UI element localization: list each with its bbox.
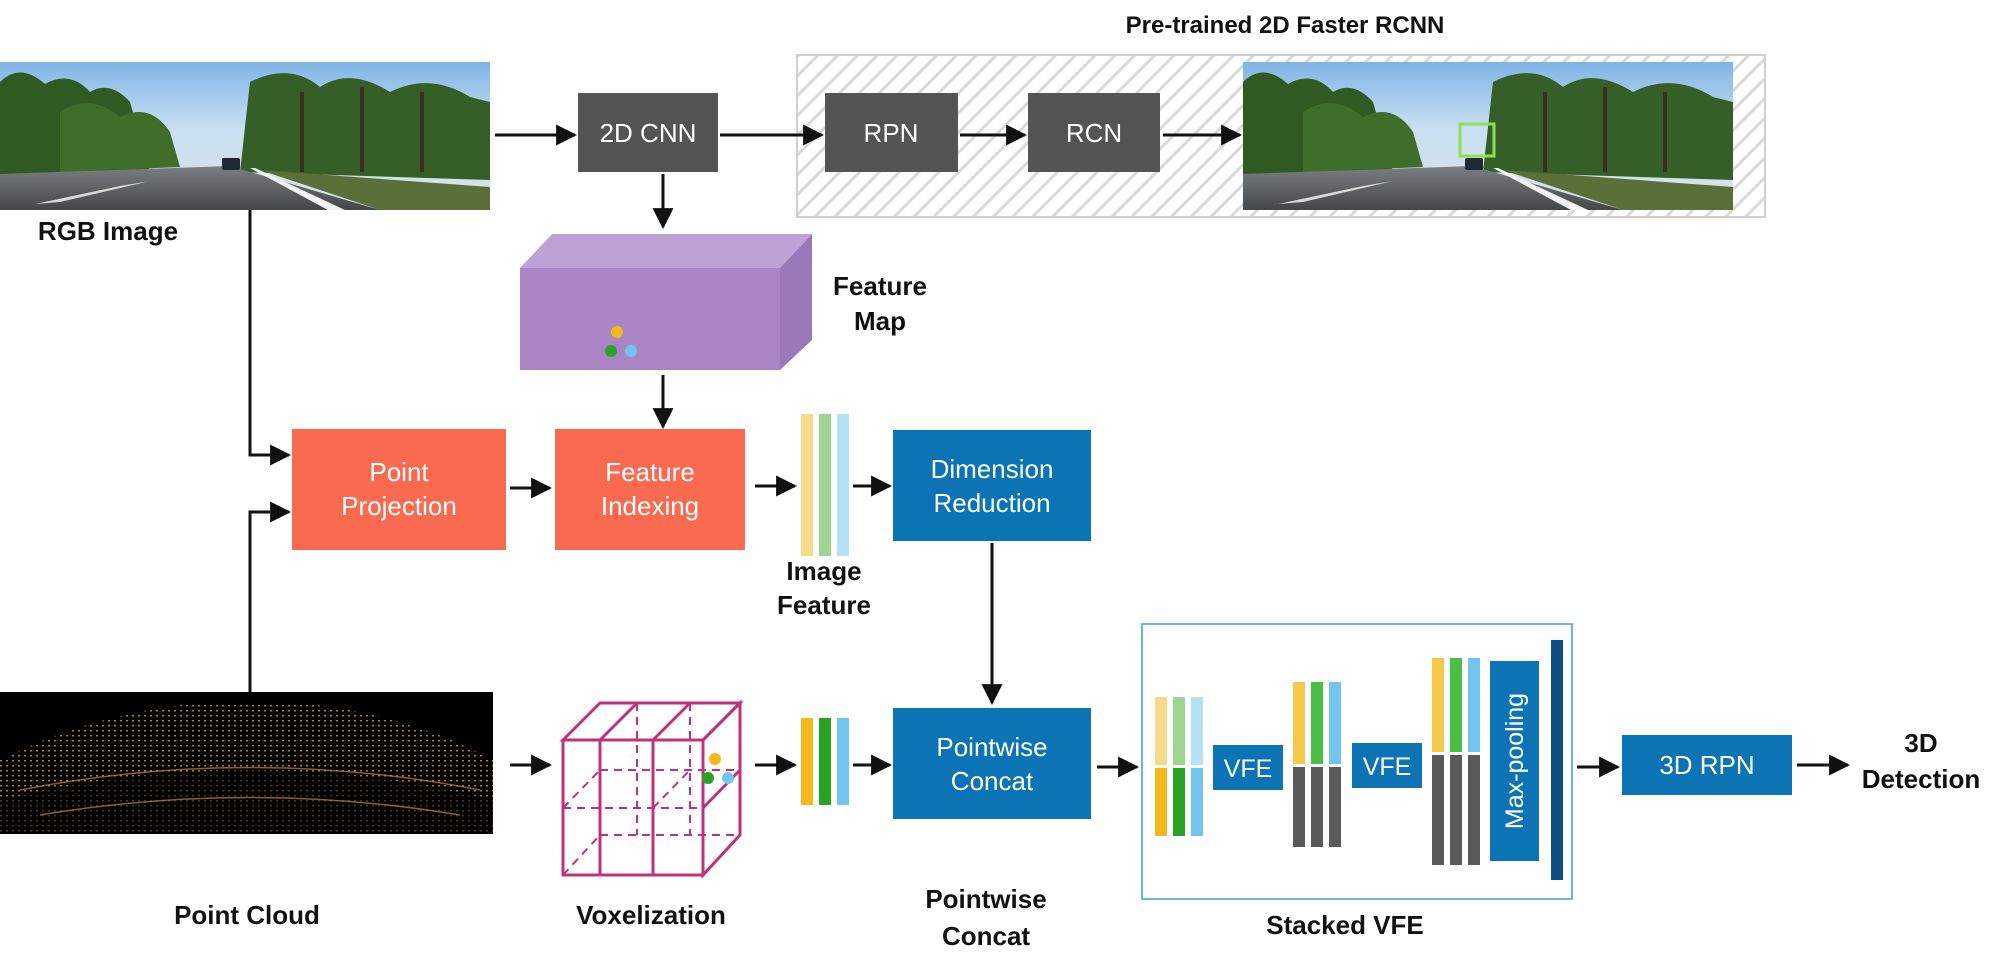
point-projection-label-2: Projection (341, 491, 457, 521)
rcn-box (1028, 93, 1160, 172)
vfe-mid-bars (1293, 682, 1341, 847)
rpn-box-label: RPN (864, 118, 919, 148)
rpn3d-box (1622, 735, 1792, 795)
image-feature-label-2: Feature (777, 590, 871, 620)
dimension-reduction-label-2: Reduction (933, 488, 1050, 518)
vfe-box-1-label: VFE (1224, 755, 1273, 783)
feature-map-cube (520, 234, 812, 370)
vfe-output-bars (1432, 658, 1480, 865)
stacked-vfe-frame (1141, 623, 1573, 900)
voxel-grid (559, 699, 744, 879)
detection-output-image (1243, 62, 1733, 210)
point-feature-bars (801, 718, 849, 805)
vfe-box-1 (1213, 745, 1283, 790)
cnn-box (578, 93, 718, 172)
point-cloud-image (0, 692, 493, 834)
point-projection-label-1: Point (369, 457, 429, 487)
dimension-reduction-label-1: Dimension (931, 454, 1054, 484)
stacked-vfe-label: Stacked VFE (1266, 910, 1424, 940)
maxpool-box (1490, 661, 1539, 861)
pointwise-concat-box (893, 708, 1091, 819)
detection-label-2: Detection (1862, 764, 1980, 794)
arrow-rgb-to-projection (248, 210, 292, 466)
pointwise-concat-label-2: Concat (942, 921, 1030, 951)
point-projection-box (292, 429, 506, 550)
rpn-box (825, 93, 958, 172)
feature-indexing-box (555, 429, 745, 550)
pointwise-concat-box-label-2: Concat (951, 766, 1034, 796)
image-feature-bars (801, 414, 849, 556)
rgb-image-label: RGB Image (38, 216, 178, 246)
feature-map-label-1: Feature (833, 271, 927, 301)
vfe-box-2-label: VFE (1363, 753, 1412, 781)
dimension-reduction-box (893, 430, 1091, 541)
image-feature-label-1: Image (786, 556, 861, 586)
vfe-input-bars (1155, 697, 1203, 836)
feature-map-label-2: Map (854, 306, 906, 336)
rcn-box-label: RCN (1066, 118, 1122, 148)
rgb-image (0, 62, 490, 210)
voxel-dot-yellow (709, 753, 721, 765)
feature-indexing-label-2: Indexing (601, 491, 699, 521)
feature-dot-green (605, 345, 617, 357)
detection-label-1: 3D (1904, 728, 1937, 758)
detection-bbox (1458, 122, 1496, 158)
maxpool-label: Max-pooling (1501, 693, 1529, 829)
voxel-dot-green (702, 772, 714, 784)
arrow-pointcloud-to-projection (248, 501, 292, 692)
rpn3d-label: 3D RPN (1659, 750, 1754, 780)
point-cloud-label: Point Cloud (174, 900, 320, 930)
feature-indexing-label-1: Feature (605, 457, 695, 487)
cnn-box-label: 2D CNN (600, 118, 697, 148)
pointwise-concat-box-label-1: Pointwise (936, 732, 1047, 762)
voxel-dot-blue (722, 772, 734, 784)
pretrained-title: Pre-trained 2D Faster RCNN (1126, 12, 1445, 39)
vfe-box-2 (1352, 743, 1422, 788)
voxelization-label: Voxelization (576, 900, 726, 930)
pointwise-concat-label-1: Pointwise (925, 884, 1046, 914)
feature-dot-yellow (611, 326, 623, 338)
vfe-output-vector (1551, 640, 1563, 880)
feature-dot-blue (625, 345, 637, 357)
